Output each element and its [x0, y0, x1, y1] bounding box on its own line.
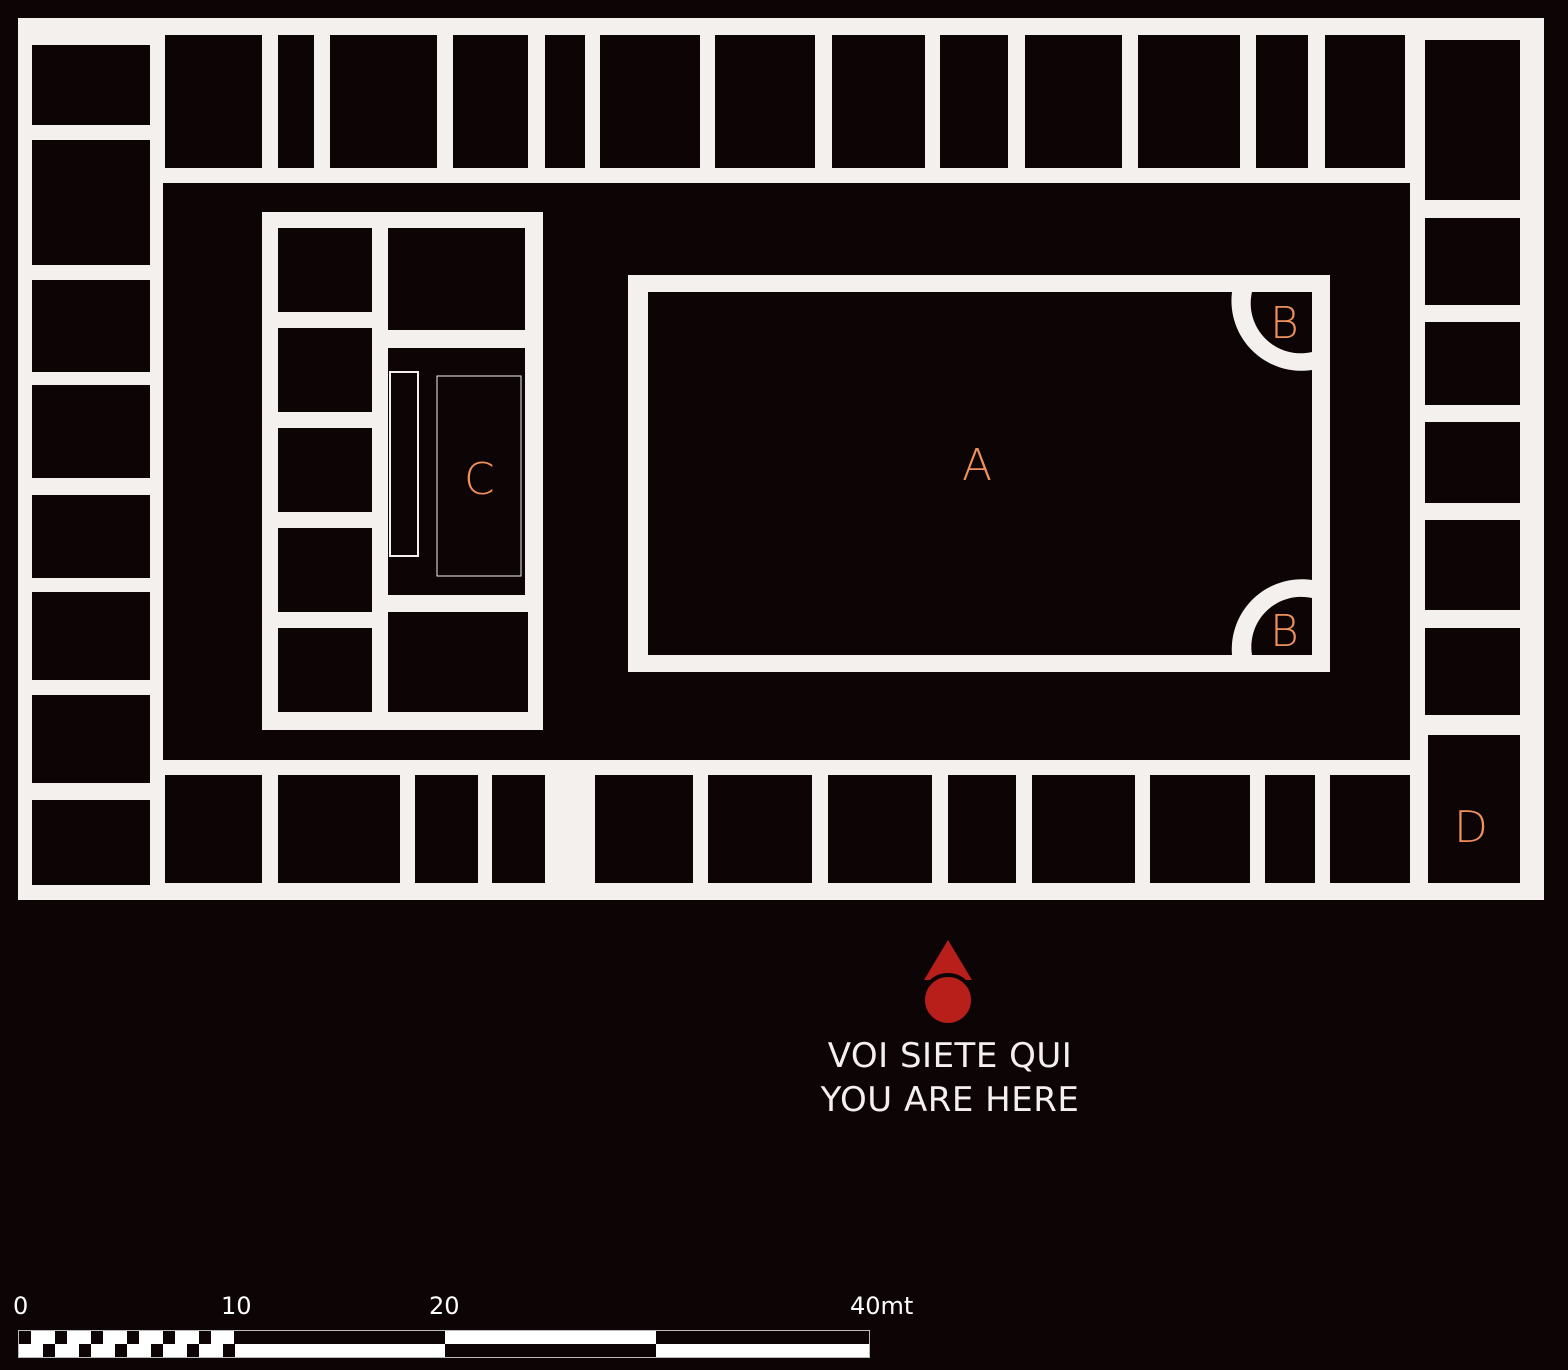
block-c-rooms — [278, 228, 528, 712]
label-b-bottom: B — [1270, 606, 1299, 657]
courtyard — [648, 292, 1312, 655]
scale-bar — [18, 1330, 870, 1358]
label-a: A — [962, 440, 992, 491]
corner-niche-top — [1231, 292, 1312, 371]
location-marker-icon — [921, 940, 975, 1027]
label-b-top: B — [1270, 298, 1299, 349]
rooms-right-column — [1425, 218, 1520, 883]
scale-tick-0: 0 — [13, 1292, 29, 1320]
label-d: D — [1454, 802, 1488, 853]
rooms-top-row — [165, 35, 1520, 200]
you-are-here-en: YOU ARE HERE — [820, 1080, 1080, 1120]
you-are-here-it: VOI SIETE QUI — [827, 1036, 1073, 1076]
scale-tick-20: 20 — [429, 1292, 460, 1320]
rooms-bottom-row — [165, 775, 1410, 883]
rooms-left-column — [32, 45, 150, 885]
scale-tick-40: 40mt — [850, 1292, 914, 1320]
scale-tick-10: 10 — [221, 1292, 252, 1320]
label-c: C — [464, 454, 495, 505]
corner-niche-bottom — [1231, 579, 1312, 655]
